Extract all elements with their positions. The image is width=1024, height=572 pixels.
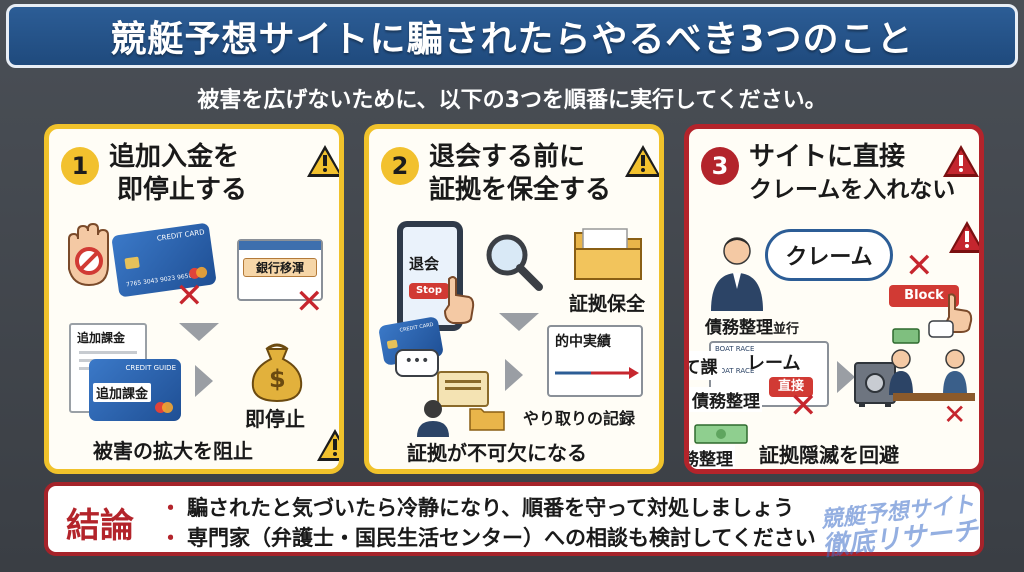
credit-card-label: CREDIT CARD [399,321,435,334]
bullet: ・ [160,496,181,520]
message-record-label: やり取りの記録 [523,409,636,428]
businessman-icon [711,237,763,311]
right-arrow-icon [505,359,523,391]
conclusion-text-1: 騙されたと気づいたら冷静になり、順番を守って対処しましょう [187,496,795,520]
step-number-badge: 2 [381,147,419,185]
dollar-sign: $ [269,365,286,393]
debt-consolidation-text: 債務整理 [705,318,773,338]
pointing-finger-icon [443,276,475,324]
debt-consolidation-suffix: 並行 [773,322,800,337]
stop-label: 即停止 [245,407,305,431]
stop-button: Stop [409,283,449,299]
cross-icon: ✕ [295,282,324,322]
consultation-scene-icon [889,320,975,401]
step-number-badge: 3 [701,147,739,185]
card-footer-text: 証拠が不可欠になる [407,441,587,465]
bullet: ・ [160,526,181,550]
extra-charge-card-label: 追加課金 [93,383,152,402]
warning-icon [949,221,979,253]
debt-consolidation-label-2: 】債務整理 [689,387,762,412]
magnifier-icon [486,234,543,291]
conclusion-box: 結論 ・騙されたと気づいたら冷静になり、順番を守って対処しましょう ・専門家（弁… [44,482,984,556]
right-arrow-icon [195,365,213,397]
warning-icon [317,429,339,461]
warning-icon [307,145,339,177]
conclusion-line-1: ・騙されたと気づいたら冷静になり、順番を守って対処しましょう [160,492,794,522]
down-arrow-icon [499,313,539,331]
step-title-line1: 退会する前に [429,142,586,172]
hand-stop-icon [68,222,109,287]
block-button: Block [889,285,959,307]
boat-race-label-2: BOAT RACE [715,367,755,375]
folder-icon [574,228,642,280]
step-title: 追加入金を 即停止する [109,141,309,207]
credit-guide-label: CREDIT GUIDE [125,364,176,372]
claim-label: クレーム [785,245,873,270]
folder-icon [469,408,505,431]
bank-transfer-label: 銀行移渾 [243,258,317,277]
debt-consolidation-label-3: 債務整理 [689,445,735,469]
claim-speech-bubble: クレーム [765,229,893,281]
page-subtitle: 被害を広げないために、以下の3つを順番に実行してください。 [197,88,827,113]
credit-card-label: CREDIT CARD [156,228,206,243]
hit-record-label: 的中実績 [555,334,611,350]
card-footer-text: 被害の拡大を阻止 [93,439,253,463]
hit-record-window: 的中実績 [547,325,643,397]
warning-icon [625,145,659,177]
direct-button: 直接 [769,377,813,397]
step-card-3: 3 サイトに直接 クレームを入れない クレーム ✕ Block 債務整理並行 B… [684,124,984,474]
step-title: サイトに直接 クレームを入れない [749,141,979,207]
step-card-1: 1 追加入金を 即停止する CREDIT CARD 7765 3043 9023… [44,124,344,474]
right-arrow-icon [837,361,855,393]
chat-bubble-icon: ••• [395,349,439,377]
step-card-2: 2 退会する前に 証拠を保全する 退会 Stop 証拠保全 CREDIT CAR… [364,124,664,474]
extra-charge-doc-title: 追加課金 [77,331,126,345]
cross-icon: ✕ [175,276,204,316]
overlay-text-block: して課 [684,351,722,380]
step-title-line1: 追加入金を [109,142,240,172]
cross-icon: ✕ [943,398,967,431]
credit-guide-card: CREDIT GUIDE 追加課金 [89,359,181,421]
step-title-line2: 証拠を保全する [429,175,612,205]
step-number-badge: 1 [61,147,99,185]
down-arrow-icon [179,323,219,341]
cash-icon [694,424,748,444]
person-icon [417,400,449,437]
boat-race-label: BOAT RACE [715,345,755,353]
step-title-line2: 即停止する [117,175,248,205]
card-footer-text: 証拠隠滅を回避 [759,443,899,467]
conclusion-label: 結論 [66,506,134,546]
claim-fragment-label: レーム [747,353,801,374]
withdraw-label: 退会 [409,255,440,273]
safe-icon [854,362,896,407]
cross-icon: ✕ [789,386,818,426]
conclusion-line-2: ・専門家（弁護士・国民生活センター）への相談も検討してください [160,522,816,552]
evidence-save-label: 証拠保全 [569,293,646,315]
cross-icon: ✕ [905,246,934,286]
money-bag-icon [251,343,303,403]
title-banner: 競艇予想サイトに騙されたらやるべき3つのこと [6,4,1018,68]
document-icon [437,371,489,407]
bank-transfer-window: 銀行移渾 [237,239,323,301]
warning-icon [943,145,979,177]
conclusion-text-2: 専門家（弁護士・国民生活センター）への相談も検討してください [187,526,816,550]
page-title: 競艇予想サイトに騙されたらやるべき3つのこと [110,19,914,60]
debt-consolidation-label: 債務整理並行 [705,313,799,338]
step-title-line1: サイトに直接 [749,142,906,172]
fragment-text: して課 [684,358,718,378]
step-title: 退会する前に 証拠を保全する [429,141,629,207]
step-title-line2: クレームを入れない [749,177,956,203]
